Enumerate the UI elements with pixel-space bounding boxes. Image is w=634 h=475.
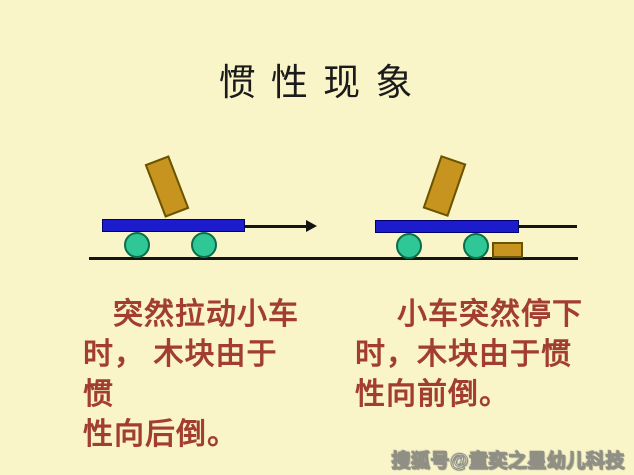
right-cart-front-wheel	[463, 233, 489, 259]
right-arrow-icon	[306, 220, 317, 232]
fallen-wood-block	[492, 242, 523, 258]
pull-line	[518, 225, 577, 228]
left-caption-line-3: 性向后倒。	[83, 418, 238, 451]
right-caption-line-2: 时，木块由于惯	[355, 338, 572, 371]
left-caption: 突然拉动小车 时， 木块由于惯 性向后倒。	[83, 295, 308, 455]
left-cart-front-wheel	[191, 232, 217, 258]
motion-arrow-line	[245, 225, 307, 228]
right-caption: 小车突然停下 时，木块由于惯 性向前倒。	[355, 295, 585, 415]
left-cart-platform	[102, 219, 245, 232]
right-caption-line-1: 小车突然停下	[397, 298, 583, 331]
right-caption-line-3: 性向前倒。	[355, 378, 510, 411]
ground-line	[89, 257, 578, 260]
right-cart-platform	[375, 220, 519, 233]
right-cart-rear-wheel	[396, 233, 422, 259]
left-cart-rear-wheel	[124, 232, 150, 258]
left-tilted-wood-block	[144, 155, 190, 218]
page-title: 惯 性 现 象	[218, 63, 416, 104]
left-caption-line-2: 时， 木块由于惯	[83, 338, 278, 411]
left-caption-line-1: 突然拉动小车	[113, 298, 299, 331]
right-tilted-wood-block	[422, 155, 467, 217]
watermark: 搜狐号@童奕之星幼儿科技	[391, 451, 625, 473]
